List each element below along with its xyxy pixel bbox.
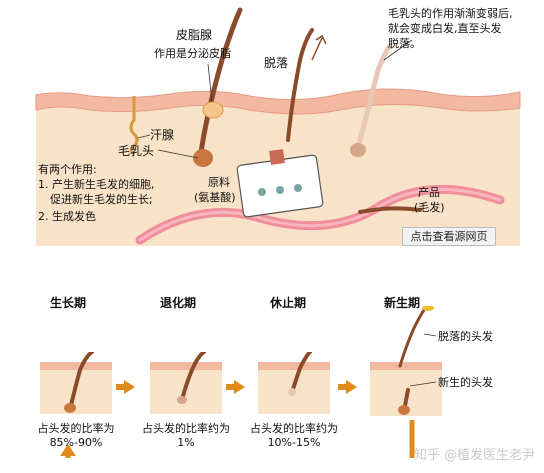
view-source-button[interactable]: 点击查看源网页 [402,227,496,246]
white-hair [355,43,393,151]
new-hair-label: 新生的头发 [438,376,493,389]
leader-sweat-gland [137,134,151,139]
ratio-growth-line2: 85%-90% [49,436,103,449]
watermark: 知乎 @植发医生老尹 [414,448,536,463]
hair-factory-icon [236,149,324,218]
stage-arrow-1-icon [124,380,135,394]
stage-panel-resting [258,352,330,414]
ratio-regression-line1: 占头发的比率约为 [142,422,230,435]
two-functions-label: 有两个作用: [38,163,97,176]
ratio-growth-line1: 占头发的比率为 [37,422,115,435]
scalp-cross-section-illustration [35,7,521,246]
dermal-papilla-label: 毛乳头 [118,144,155,158]
sebaceous-function-label: 作用是分泌皮脂 [154,47,231,60]
stage-arrow-3-icon [346,380,357,394]
papilla-note-line2: 就会变成白发,直至头发 [388,22,502,35]
stage-panel-growth [40,352,112,414]
ratio-resting-line1: 占头发的比率约为 [250,422,338,435]
stage-arrow-1-stem [116,384,126,390]
sebaceous-gland-label: 皮脂腺 [176,28,213,42]
stage-arrow-2-stem [226,384,236,390]
stage-panel-new [370,306,442,416]
product-sub-label: (毛发) [414,201,445,214]
leader-white-hair [383,39,413,61]
stage-title-growth: 生长期 [50,296,87,310]
stage-title-new: 新生期 [384,296,421,310]
stage-title-regression: 退化期 [160,296,197,310]
shedding-hair [286,28,314,142]
dermal-papilla-bulb [193,149,213,167]
ratio-regression-line2: 1% [177,436,195,449]
function-1-line2: 促进新生毛发的生长; [50,193,153,206]
function-1-line1: 1. 产生新生毛发的细胞, [38,178,155,191]
shed-hair-label: 脱落的头发 [438,330,493,343]
product-label: 产品 [418,186,440,199]
function-2-label: 2. 生成发色 [38,210,96,223]
stage-arrow-3-stem [338,384,348,390]
product-hair [358,206,422,214]
cycle-return-arrow [60,420,415,458]
epidermis-layer [35,88,521,115]
papilla-note-line1: 毛乳头的作用渐渐变弱后, [388,7,513,20]
white-hair-bulb [350,143,366,157]
hair-follicle-left [197,7,243,163]
shedding-arrow [311,34,327,61]
sweat-gland [129,96,139,156]
stage-arrow-2-icon [234,380,245,394]
raw-material-sub-label: (氨基酸) [194,191,236,204]
ratio-resting-line2: 10%-15% [267,436,321,449]
stage-panel-regression [150,352,222,414]
stage-title-resting: 休止期 [270,296,307,310]
shedding-label: 脱落 [264,56,289,70]
leader-papilla [157,149,199,159]
leader-sebaceous [207,63,213,103]
blood-vessel-inner [138,187,502,242]
sweat-gland-label: 汗腺 [150,128,175,142]
papilla-note-line3: 脱落。 [388,37,421,50]
sebaceous-gland [202,101,224,119]
raw-material-label: 原料 [208,176,230,189]
